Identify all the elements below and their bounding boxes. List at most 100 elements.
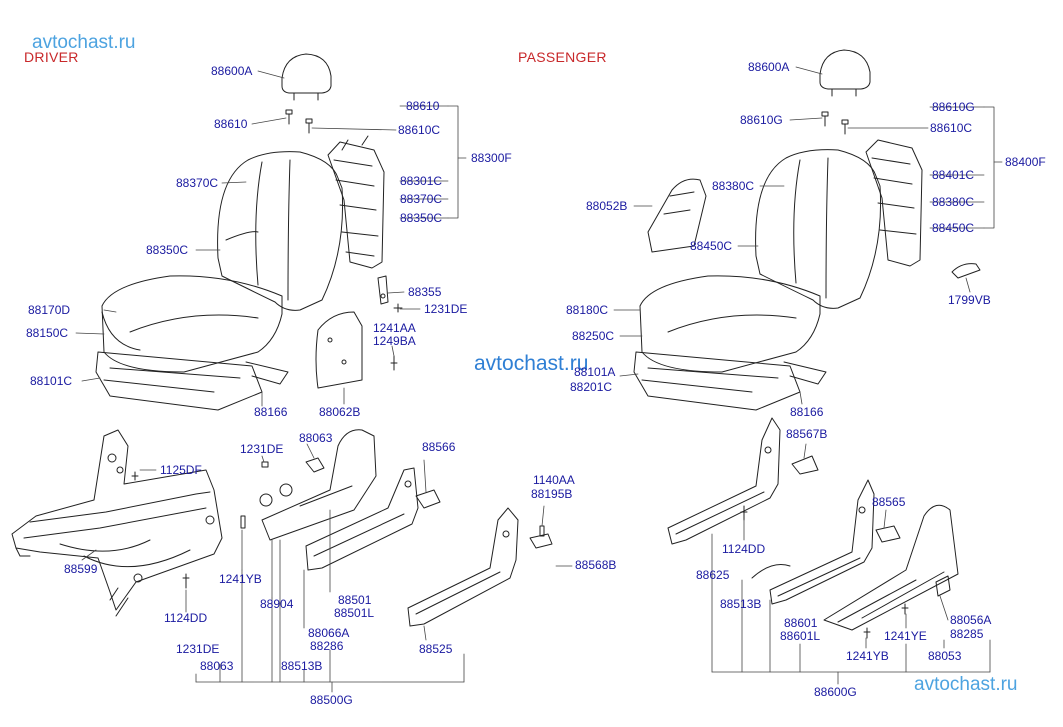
passenger-cushion-frame [633,351,827,411]
part-label-88166: 88166 [254,405,288,419]
part-label-1124DD: 1124DD [722,542,766,556]
part-label-88599: 88599 [64,562,98,576]
part-label-88525: 88525 [419,642,453,656]
part-label-88566: 88566 [422,440,456,454]
part-label-88610C: 88610C [930,121,973,135]
part-label-88601L: 88601L [780,629,821,643]
part-label-88401C: 88401C [932,168,975,182]
watermark-top: avtochast.ru [32,32,136,53]
part-label-88450C: 88450C [690,239,733,253]
part-label-88180C: 88180C [566,303,609,317]
passenger-guide-bolts [821,111,849,135]
part-label-88300F: 88300F [471,151,512,165]
part-label-88565: 88565 [872,495,906,509]
part-label-88501: 88501 [338,593,372,607]
part-label-88062B: 88062B [319,405,361,419]
passenger-backrest [755,149,882,309]
part-label-88063: 88063 [200,659,234,673]
part-label-1140AA: 1140AA [533,473,575,487]
driver-headrest [281,53,332,101]
part-label-88501L: 88501L [334,606,375,620]
driver-inner-rail [305,467,441,571]
part-label-88513B: 88513B [281,659,323,673]
part-label-88052B: 88052B [586,199,628,213]
part-label-88500G: 88500G [310,693,353,707]
part-label-88625: 88625 [696,568,730,582]
part-label-88101A: 88101A [574,365,616,379]
passenger-harness-clip [951,263,981,279]
part-label-88166: 88166 [790,405,824,419]
part-label-1124DD: 1124DD [164,611,208,625]
part-label-1241YB: 1241YB [219,572,262,586]
part-label-88400F: 88400F [1005,155,1046,169]
part-label-88053: 88053 [928,649,962,663]
part-label-88101C: 88101C [30,374,73,388]
part-label-88056A: 88056A [950,613,992,627]
part-label-88904: 88904 [260,597,294,611]
part-label-88380C: 88380C [712,179,755,193]
part-label-88600G: 88600G [814,685,857,699]
section-header-driver: DRIVER [24,49,79,65]
part-label-88610G: 88610G [932,100,975,114]
passenger-headrest [819,49,871,97]
part-label-88355: 88355 [408,285,442,299]
part-label-88610: 88610 [406,99,440,113]
driver-recliner-lever [377,275,403,371]
driver-cushion [101,275,283,373]
part-label-88601: 88601 [784,616,818,630]
part-label-88286: 88286 [310,639,344,653]
passenger-side-cover [823,504,959,639]
part-label-1799VB: 1799VB [948,293,991,307]
driver-outer-rail [407,507,553,627]
part-label-1231DE: 1231DE [176,642,220,656]
part-label-88370C: 88370C [176,176,219,190]
part-label-88370C: 88370C [400,192,443,206]
driver-cushion-frame [95,351,289,411]
passenger-cushion [639,275,821,373]
passenger-track-left [667,417,819,545]
watermark-bottom: avtochast.ru [914,674,1018,695]
part-label-1241YE: 1241YE [884,629,927,643]
part-label-88201C: 88201C [570,380,613,394]
driver-center-bolts [240,457,325,529]
part-label-88380C: 88380C [932,195,975,209]
section-header-passenger: PASSENGER [518,49,607,65]
part-label-88513B: 88513B [720,597,762,611]
driver-side-cover [315,311,363,389]
leader-lines [75,66,1003,693]
driver-guide-bolts [285,109,313,134]
part-label-88350C: 88350C [146,243,189,257]
part-label-1231DE: 1231DE [240,442,284,456]
part-label-88610: 88610 [214,117,248,131]
part-label-88600A: 88600A [211,64,253,78]
driver-track-assembly [11,429,223,617]
part-label-88600A: 88600A [748,60,790,74]
part-label-1231DE: 1231DE [424,302,468,316]
part-label-88610G: 88610G [740,113,783,127]
driver-backrest [217,151,344,311]
passenger-track-right [751,479,901,605]
passenger-side-shield [647,178,707,253]
part-label-88567B: 88567B [786,427,828,441]
part-label-88066A: 88066A [308,626,350,640]
part-label-88350C: 88350C [400,211,443,225]
watermark-middle: avtochast.ru [474,352,589,375]
part-label-88285: 88285 [950,627,984,641]
part-label-88063: 88063 [299,431,333,445]
passenger-backrest-frame [865,139,923,267]
part-label-88301C: 88301C [400,174,443,188]
part-label-1125DF: 1125DF [160,463,202,477]
part-label-1241YB: 1241YB [846,649,889,663]
driver-height-lever [261,429,377,541]
part-label-88250C: 88250C [572,329,615,343]
part-label-88610C: 88610C [398,123,441,137]
part-label-1249BA: 1249BA [373,334,416,348]
part-label-88450C: 88450C [932,221,975,235]
driver-backrest-frame [327,135,385,269]
part-label-1241AA: 1241AA [373,321,416,335]
part-label-88195B: 88195B [531,487,573,501]
part-label-88170D: 88170D [28,303,71,317]
part-label-88568B: 88568B [575,558,617,572]
